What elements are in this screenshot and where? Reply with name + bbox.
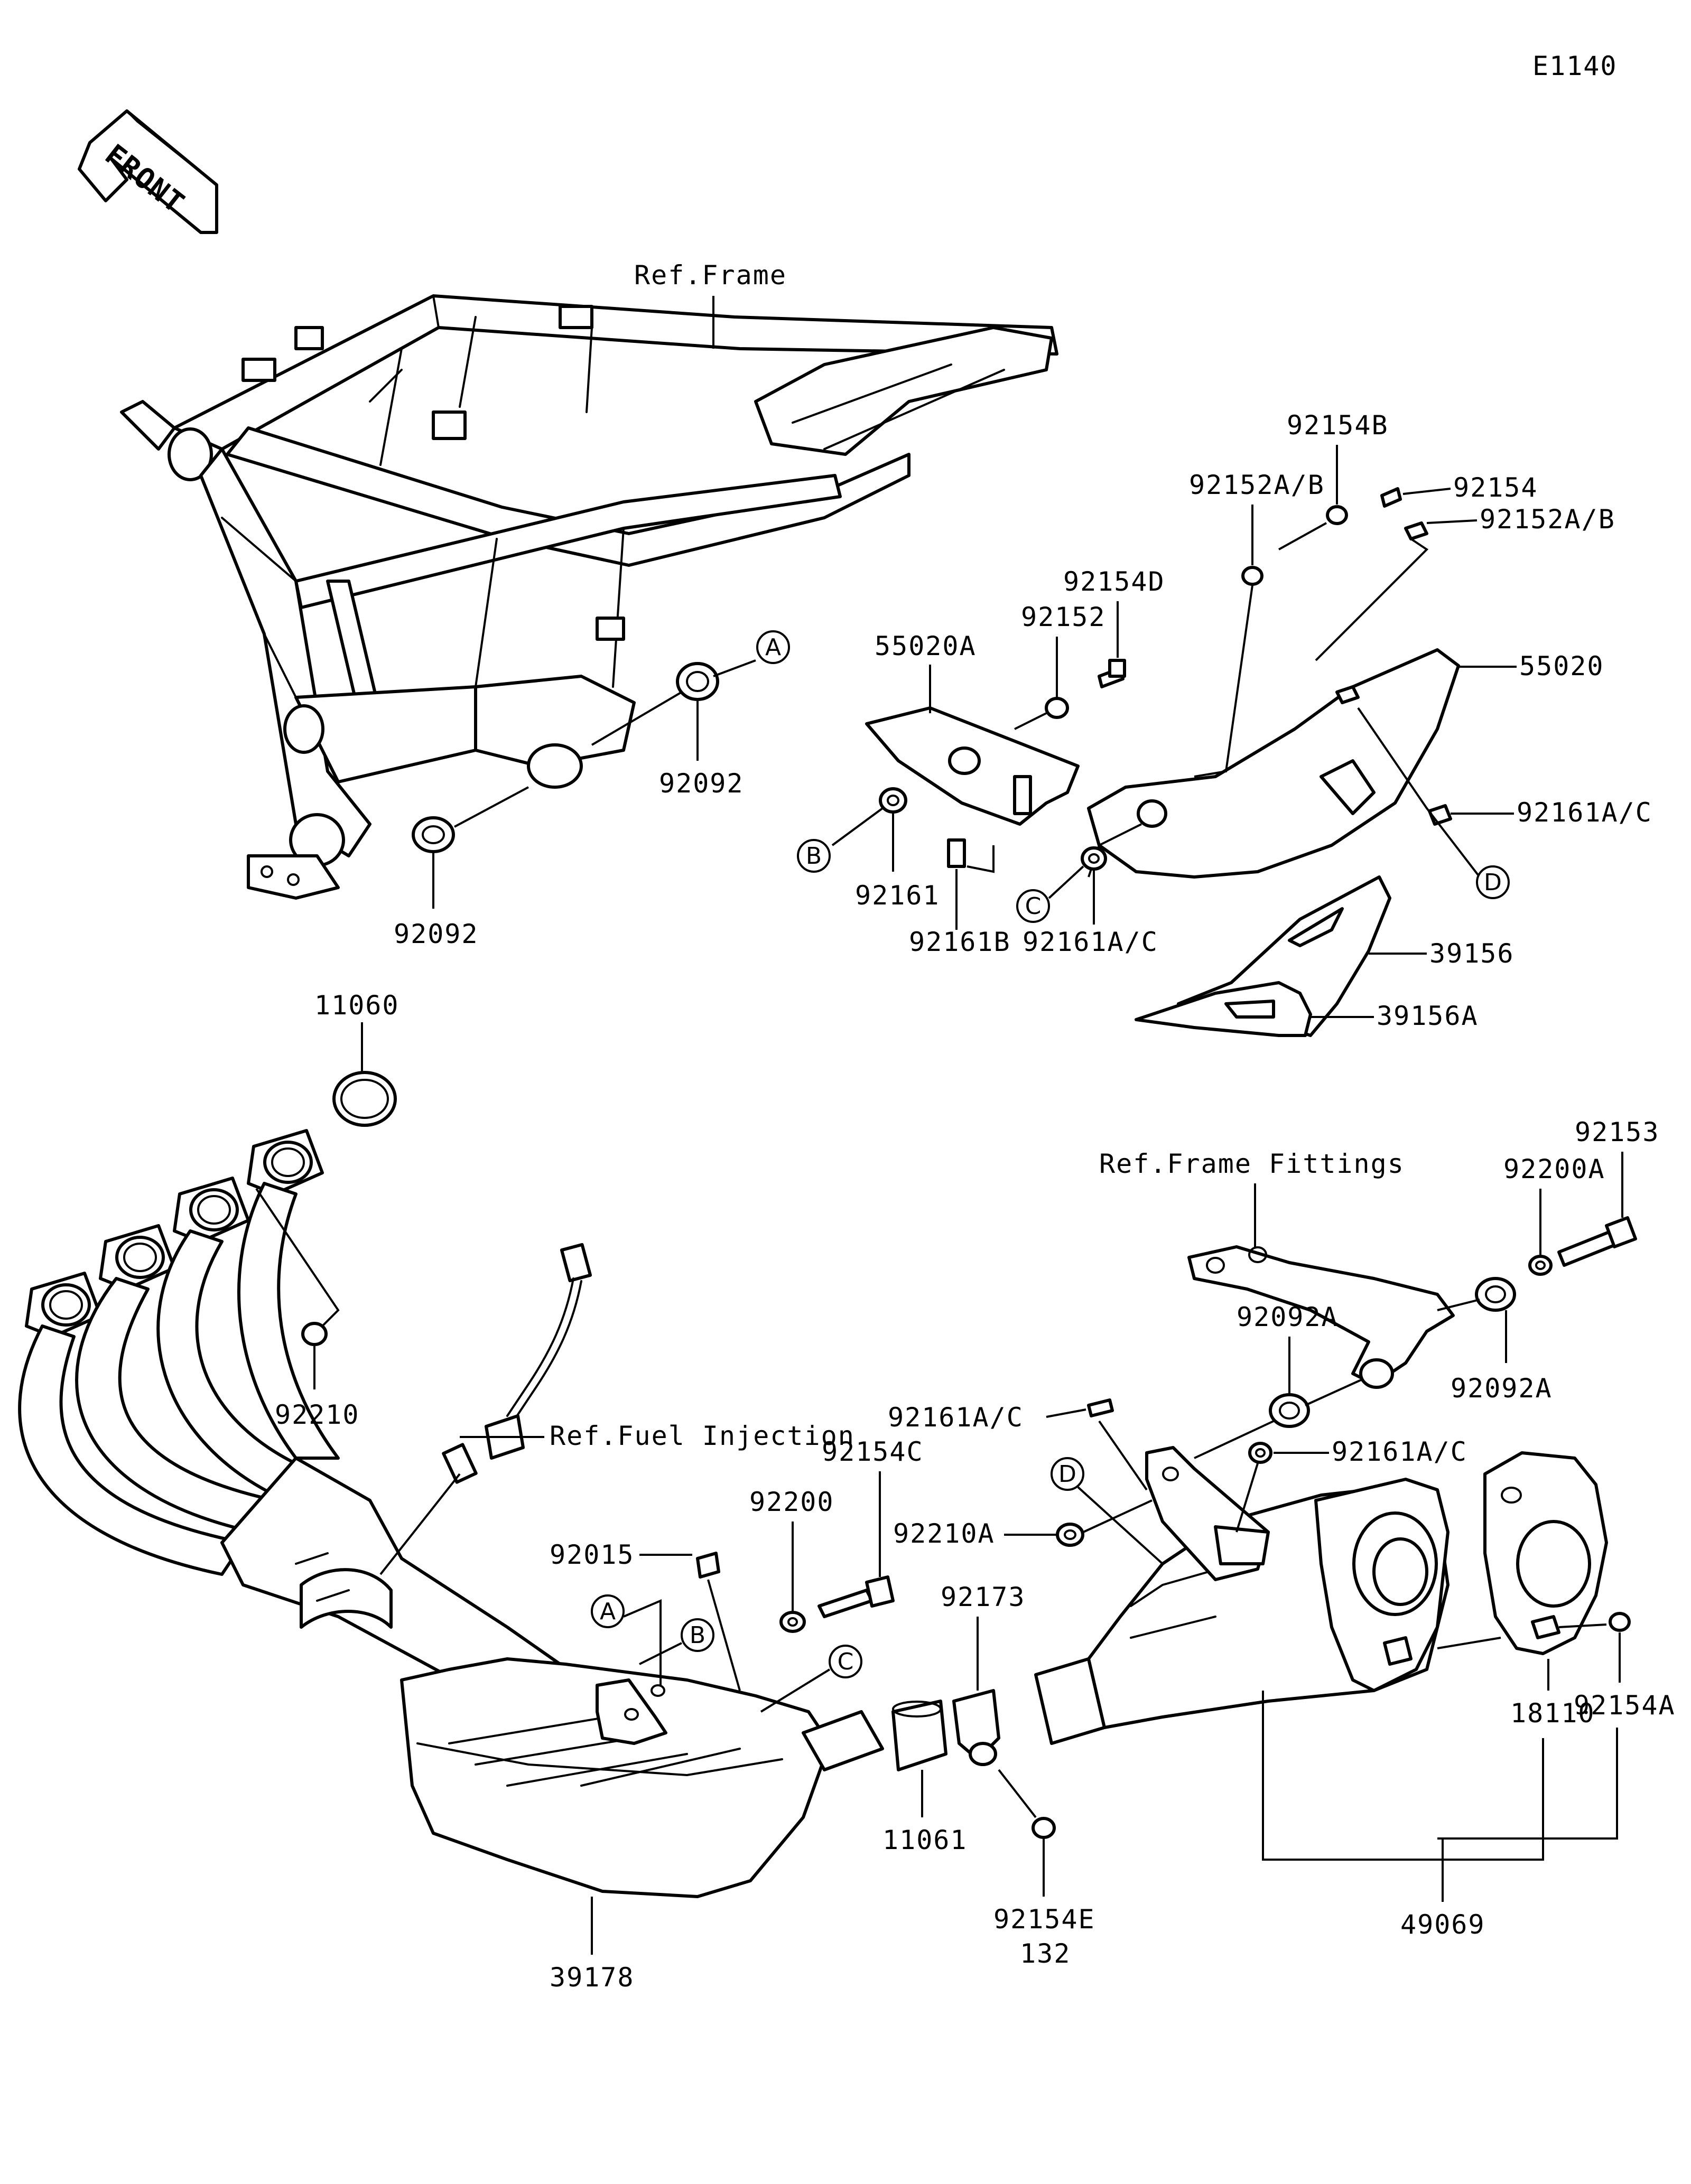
clamp-92173 bbox=[952, 1689, 1000, 1766]
grommet-92161ac-bracket-right bbox=[1248, 1442, 1272, 1464]
label-92154e: 92154E bbox=[993, 1904, 1095, 1935]
callout-c-bottom bbox=[829, 1645, 862, 1678]
label-92161b: 92161B bbox=[909, 927, 1011, 957]
screw-92154d bbox=[1098, 659, 1126, 688]
svg-text:A: A bbox=[600, 1598, 616, 1625]
bolt-92154c bbox=[817, 1575, 895, 1618]
heat-shield-55020a bbox=[865, 706, 1080, 826]
label-92154d: 92154D bbox=[1063, 566, 1165, 597]
svg-text:A: A bbox=[765, 634, 781, 661]
heat-shield-39156a bbox=[1135, 981, 1312, 1037]
label-92161: 92161 bbox=[855, 880, 940, 911]
label-92092a-right: 92092A bbox=[1451, 1373, 1553, 1404]
svg-text:B: B bbox=[806, 843, 822, 870]
nut-92210 bbox=[301, 1322, 328, 1346]
label-92210a: 92210A bbox=[893, 1518, 995, 1549]
label-11060: 11060 bbox=[314, 990, 399, 1021]
label-92200: 92200 bbox=[749, 1487, 834, 1517]
frame-fittings bbox=[1187, 1245, 1455, 1389]
ref-frame-fittings-label: Ref.Frame Fittings bbox=[1099, 1149, 1405, 1179]
callout-d-top bbox=[1476, 865, 1510, 899]
heat-shield-55020 bbox=[1087, 648, 1460, 879]
label-92092a-left: 92092A bbox=[1237, 1302, 1339, 1332]
label-18110: 18110 bbox=[1510, 1698, 1595, 1729]
grommet-92152ab-right bbox=[1404, 521, 1428, 540]
svg-text:D: D bbox=[1484, 869, 1502, 896]
svg-text:C: C bbox=[838, 1648, 854, 1675]
washer-92200a bbox=[1528, 1255, 1553, 1276]
label-92200a: 92200A bbox=[1503, 1154, 1605, 1184]
label-92173: 92173 bbox=[941, 1582, 1026, 1612]
label-92154: 92154 bbox=[1453, 472, 1538, 503]
bushing-92092a-left bbox=[1269, 1393, 1310, 1428]
bolt-92152 bbox=[1045, 697, 1069, 719]
clip-92015 bbox=[696, 1552, 720, 1579]
label-92154a: 92154A bbox=[1574, 1690, 1676, 1721]
svg-text:C: C bbox=[1025, 893, 1042, 920]
label-92161ac-shield-left: 92161A/C bbox=[1023, 927, 1158, 957]
label-92161ac-shield-right: 92161A/C bbox=[1517, 797, 1652, 828]
label-92092-top: 92092 bbox=[659, 768, 744, 799]
muffler-assembly bbox=[1034, 1478, 1450, 1745]
label-55020a: 55020A bbox=[875, 631, 977, 661]
label-92161ac-bracket-right: 92161A/C bbox=[1332, 1436, 1467, 1467]
front-arrow-icon: FRONT bbox=[78, 109, 218, 234]
exhaust-chamber-39178 bbox=[400, 1657, 884, 1898]
gasket-11060 bbox=[332, 1071, 397, 1127]
washer-92200 bbox=[779, 1611, 806, 1633]
ref-fuel-injection-label: Ref.Fuel Injection bbox=[550, 1421, 855, 1451]
label-92210: 92210 bbox=[275, 1399, 360, 1430]
callout-a-top bbox=[756, 630, 790, 664]
screw-92154a bbox=[1609, 1612, 1631, 1632]
bushing-92092-bottom bbox=[412, 816, 455, 853]
frame-illustration bbox=[120, 294, 1058, 900]
grommet-92161ac-shield bbox=[1081, 846, 1107, 871]
grommet-92152ab-left bbox=[1241, 566, 1263, 586]
bushing-92092-top bbox=[676, 662, 719, 701]
label-39156a: 39156A bbox=[1377, 1001, 1479, 1031]
callout-d-bottom bbox=[1051, 1457, 1084, 1491]
label-92154c: 92154C bbox=[822, 1436, 924, 1467]
label-39156: 39156 bbox=[1429, 938, 1515, 969]
bolt-92153 bbox=[1557, 1216, 1637, 1267]
label-92154e-qty: 132 bbox=[1020, 1938, 1071, 1969]
grommet-92161ac-bracket-top bbox=[1087, 1398, 1114, 1417]
label-92092-bottom: 92092 bbox=[394, 919, 479, 949]
label-92152: 92152 bbox=[1021, 602, 1106, 632]
gasket-11061 bbox=[891, 1700, 947, 1771]
end-cap-18110 bbox=[1483, 1451, 1608, 1655]
callout-b-bottom bbox=[681, 1618, 714, 1652]
bushing-92092a-right bbox=[1475, 1277, 1516, 1312]
label-92152ab-right: 92152A/B bbox=[1480, 504, 1615, 535]
bolt-92154e bbox=[1032, 1817, 1056, 1839]
label-92153: 92153 bbox=[1575, 1117, 1660, 1147]
label-92154b: 92154B bbox=[1287, 410, 1389, 441]
nut-92210a bbox=[1056, 1523, 1084, 1547]
callout-a-bottom bbox=[591, 1594, 625, 1628]
label-11061: 11061 bbox=[882, 1825, 968, 1855]
label-39178: 39178 bbox=[550, 1962, 635, 1993]
label-49069: 49069 bbox=[1400, 1909, 1485, 1940]
callout-c-top bbox=[1016, 889, 1050, 923]
label-92152ab-left: 92152A/B bbox=[1189, 470, 1325, 500]
label-92161ac-bracket-top: 92161A/C bbox=[888, 1402, 1024, 1433]
rubber-92161b bbox=[947, 838, 966, 868]
label-55020: 55020 bbox=[1519, 651, 1604, 682]
svg-text:D: D bbox=[1058, 1461, 1076, 1488]
ref-frame-label: Ref.Frame bbox=[634, 260, 787, 291]
grommet-92161 bbox=[879, 787, 907, 814]
callout-b-top bbox=[797, 839, 831, 873]
screw-92154 bbox=[1380, 487, 1402, 508]
muffler-bracket bbox=[1145, 1446, 1270, 1581]
exhaust-header-pipes bbox=[18, 1129, 562, 1713]
diagram-code: E1140 bbox=[1532, 51, 1618, 81]
screw-92154b bbox=[1326, 505, 1348, 525]
svg-text:B: B bbox=[690, 1622, 705, 1649]
label-92015: 92015 bbox=[550, 1539, 635, 1570]
